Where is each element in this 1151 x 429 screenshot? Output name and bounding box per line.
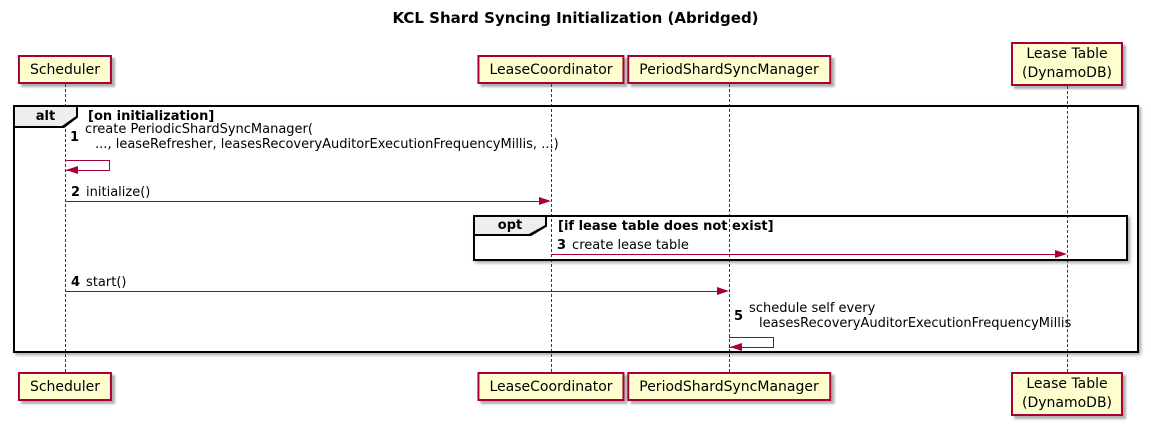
participant-label: LeaseCoordinator	[489, 61, 613, 78]
participant-period-shard-sync-manager-bottom: PeriodShardSyncManager	[627, 372, 831, 401]
message-5-line1: schedule self every	[749, 301, 876, 316]
message-2-number: 2	[71, 185, 81, 200]
participant-label: Scheduler	[29, 378, 101, 395]
opt-frame-condition: [if lease table does not exist]	[558, 219, 774, 234]
participant-scheduler-bottom: Scheduler	[17, 372, 113, 401]
message-1-line2: ..., leaseRefresher, leasesRecoveryAudit…	[95, 137, 559, 152]
participant-label-line1: Lease Table	[1026, 46, 1108, 62]
message-1-self-arrow	[65, 160, 110, 171]
participant-lease-table-bottom: Lease Table (DynamoDB)	[1010, 372, 1124, 416]
message-4-number: 4	[71, 275, 81, 290]
message-4: 4 start()	[71, 275, 126, 290]
participant-lease-table-top: Lease Table (DynamoDB)	[1010, 42, 1124, 86]
lifeline-period-shard-sync-manager	[729, 84, 730, 372]
participant-period-shard-sync-manager-top: PeriodShardSyncManager	[627, 55, 831, 84]
message-3: 3 create lease table	[557, 238, 689, 253]
message-2-arrowhead	[539, 197, 551, 205]
participant-label: PeriodShardSyncManager	[639, 61, 819, 78]
message-5: 5 schedule self every leasesRecoveryAudi…	[734, 301, 1071, 331]
lifeline-scheduler	[65, 84, 66, 372]
message-5-arrowhead	[730, 343, 742, 351]
participant-label: LeaseCoordinator	[489, 378, 613, 395]
participant-scheduler-top: Scheduler	[17, 55, 113, 84]
alt-frame-condition: [on initialization]	[88, 109, 215, 124]
message-3-arrowhead	[1055, 250, 1067, 258]
participant-label-line2: (DynamoDB)	[1021, 65, 1113, 81]
opt-frame-label-pentagon: opt	[475, 217, 547, 236]
message-3-arrow	[551, 254, 1056, 255]
opt-frame: opt [if lease table does not exist]	[473, 215, 1128, 261]
message-4-text: start()	[86, 275, 127, 290]
message-5-number: 5	[734, 308, 744, 324]
message-2-arrow	[65, 201, 540, 202]
opt-frame-label: opt	[475, 217, 545, 234]
message-1-line1: create PeriodicShardSyncManager(	[85, 122, 313, 137]
message-1-arrowhead	[66, 166, 78, 174]
message-2: 2 initialize()	[71, 185, 150, 200]
alt-frame: alt [on initialization]	[13, 105, 1139, 353]
alt-frame-label-pentagon: alt	[15, 107, 78, 128]
message-4-arrow	[65, 291, 718, 292]
diagram-title: KCL Shard Syncing Initialization (Abridg…	[392, 9, 759, 27]
message-2-text: initialize()	[86, 185, 151, 200]
participant-lease-coordinator-bottom: LeaseCoordinator	[477, 372, 625, 401]
message-4-arrowhead	[717, 287, 729, 295]
message-1-number: 1	[70, 129, 80, 145]
lifeline-lease-table	[1067, 86, 1068, 372]
participant-label: Scheduler	[29, 61, 101, 78]
participant-lease-coordinator-top: LeaseCoordinator	[477, 55, 625, 84]
lifeline-lease-coordinator	[551, 84, 552, 372]
message-5-self-arrow	[729, 337, 774, 348]
message-3-number: 3	[557, 238, 567, 253]
participant-label-line2: (DynamoDB)	[1021, 395, 1113, 411]
participant-label-line1: Lease Table	[1026, 376, 1108, 392]
message-5-line2: leasesRecoveryAuditorExecutionFrequencyM…	[759, 316, 1072, 331]
participant-label: PeriodShardSyncManager	[639, 378, 819, 395]
alt-frame-label: alt	[15, 107, 76, 126]
message-3-text: create lease table	[572, 238, 689, 253]
message-1: 1 create PeriodicShardSyncManager( ..., …	[70, 122, 559, 152]
